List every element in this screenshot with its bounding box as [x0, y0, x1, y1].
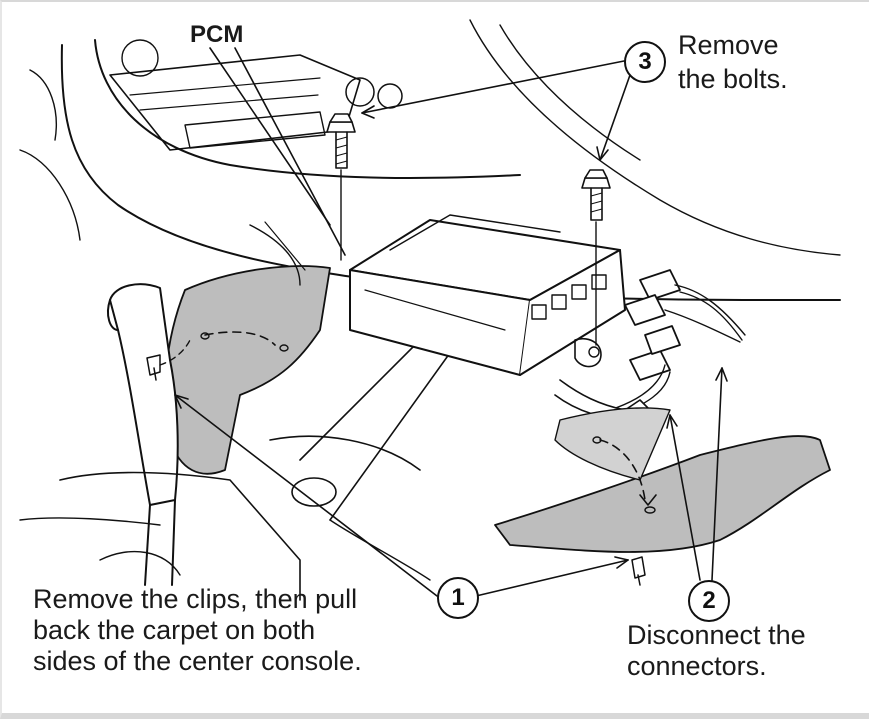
bolt-right — [581, 169, 611, 346]
connector-leader-b — [711, 367, 723, 581]
connector-leader-a — [669, 414, 701, 581]
remove-clips-line3: sides of the center console. — [33, 646, 362, 676]
callout-1: 1 — [437, 577, 479, 619]
clip-leader-left — [174, 394, 438, 597]
dash-vent-panel — [109, 54, 361, 151]
bolt-left — [326, 113, 356, 261]
center-console — [59, 471, 301, 601]
shift-lever — [109, 283, 179, 506]
remove-bolts-line1: Remove — [678, 30, 779, 60]
disconnect-connectors-line1: Disconnect the — [627, 620, 806, 650]
remove-clips-line2: back the carpet on both — [33, 615, 316, 645]
pcm-box — [349, 214, 626, 376]
remove-clips-line1: Remove the clips, then pull — [33, 584, 358, 614]
clip-left — [146, 354, 161, 381]
clip-right — [631, 556, 646, 586]
remove-bolts-line2: the bolts. — [678, 64, 788, 94]
bolt-leader-right — [599, 74, 631, 161]
callout-3: 3 — [624, 41, 666, 83]
dashboard-upper — [94, 39, 521, 179]
disconnect-connectors-text: Disconnect the connectors. — [627, 620, 806, 682]
remove-bolts-text: Remove the bolts. — [678, 28, 788, 96]
pcm-label: PCM — [190, 21, 244, 48]
remove-clips-text: Remove the clips, then pull back the car… — [33, 584, 362, 677]
disconnect-connectors-line2: connectors. — [627, 651, 767, 681]
callout-2: 2 — [688, 580, 730, 622]
left-carpet — [164, 265, 331, 475]
bolt-leader-left — [361, 60, 625, 114]
right-carpet — [494, 435, 831, 553]
clip-leader-right — [475, 559, 629, 597]
